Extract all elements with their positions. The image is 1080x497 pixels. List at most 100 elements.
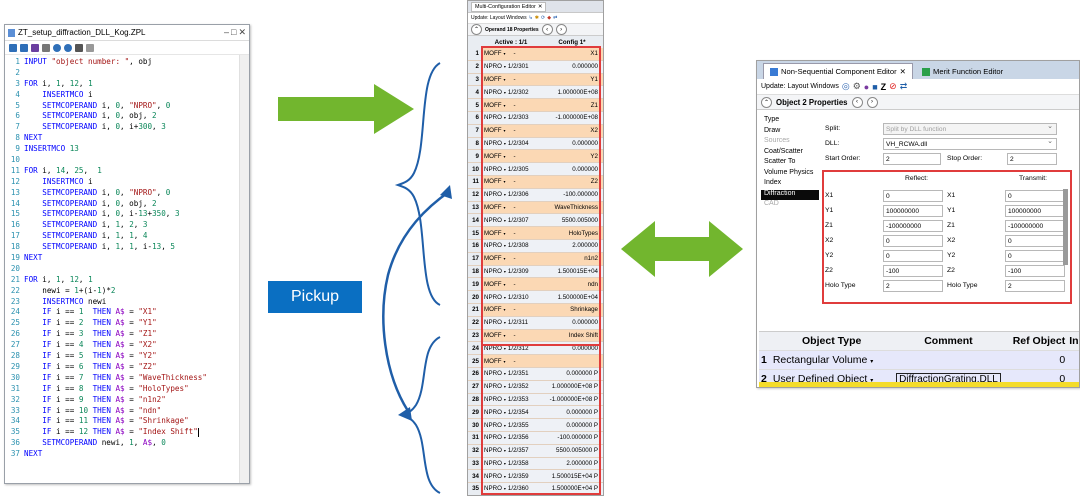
- prev-object-icon[interactable]: ‹: [851, 96, 863, 108]
- code-line[interactable]: 28 IF i == 5 THEN A$ = "Y2": [5, 351, 249, 362]
- code-line[interactable]: 7 SETMCOPERAND i, 0, i+300, 3: [5, 122, 249, 133]
- config-value[interactable]: Index Shift: [568, 331, 598, 339]
- dropdown-arrow-icon[interactable]: ▾: [503, 128, 506, 134]
- dropdown-arrow-icon[interactable]: ▾: [503, 473, 506, 479]
- maximize-icon[interactable]: □: [231, 27, 237, 37]
- param-scrollbar[interactable]: [1063, 189, 1068, 265]
- prev-icon[interactable]: ‹: [541, 24, 553, 35]
- dropdown-arrow-icon[interactable]: ▾: [503, 358, 506, 364]
- code-line[interactable]: 6 SETMCOPERAND i, 0, obj, 2: [5, 111, 249, 122]
- operand-cell[interactable]: NPRO▾1/2/312: [482, 342, 530, 355]
- code-line[interactable]: 26 IF i == 3 THEN A$ = "Z1": [5, 329, 249, 340]
- operand-cell[interactable]: NPRO▾1/2/305: [482, 163, 530, 175]
- dropdown-arrow-icon[interactable]: ▾: [503, 294, 506, 300]
- operand-cell[interactable]: NPRO▾1/2/352: [482, 380, 530, 393]
- dropdown-arrow-icon[interactable]: ▾: [503, 422, 506, 428]
- code-line[interactable]: 5 SETMCOPERAND i, 0, "NPRO", 0: [5, 101, 249, 112]
- dropdown-arrow-icon[interactable]: ▾: [503, 345, 506, 351]
- sidebar-item-scatter-to[interactable]: Scatter To: [764, 158, 796, 165]
- dropdown-arrow-icon[interactable]: ▾: [870, 359, 874, 365]
- code-line[interactable]: 12 INSERTMCO i: [5, 177, 249, 188]
- code-line[interactable]: 18 SETMCOPERAND i, 1, 1, i-13, 5: [5, 242, 249, 253]
- layout-icon[interactable]: ■: [872, 81, 878, 92]
- dropdown-arrow-icon[interactable]: ▾: [503, 268, 506, 274]
- code-line[interactable]: 35 IF i == 12 THEN A$ = "Index Shift": [5, 427, 249, 438]
- code-line[interactable]: 14 SETMCOPERAND i, 0, obj, 2: [5, 199, 249, 210]
- dropdown-arrow-icon[interactable]: ▾: [503, 166, 506, 172]
- dropdown-arrow-icon[interactable]: ▾: [503, 192, 506, 198]
- comment-value[interactable]: DiffractionGrating.DLL: [896, 373, 1001, 386]
- sidebar-item-cad[interactable]: CAD: [764, 200, 779, 207]
- reflect-param-input[interactable]: 0: [883, 190, 943, 202]
- tab-mce[interactable]: Multi-Configuration Editor✕: [471, 1, 547, 12]
- operand-cell[interactable]: MOFF▾-: [482, 176, 530, 188]
- operand-cell[interactable]: MOFF▾-: [482, 125, 530, 137]
- reflect-param-input[interactable]: 0: [883, 250, 943, 262]
- code-line[interactable]: 16 SETMCOPERAND i, 1, 2, 3: [5, 220, 249, 231]
- config-value[interactable]: 0.000000: [530, 342, 603, 355]
- dropdown-arrow-icon[interactable]: ▾: [503, 371, 506, 377]
- config-value[interactable]: 1.500000E+04: [530, 291, 603, 303]
- print-icon[interactable]: [42, 43, 50, 52]
- config-value[interactable]: Z1: [590, 101, 598, 109]
- config-value[interactable]: 1.500015E+04: [530, 265, 603, 278]
- operand-cell[interactable]: NPRO▾1/2/309: [482, 265, 530, 278]
- dropdown-arrow-icon[interactable]: ▾: [503, 396, 506, 402]
- sidebar-item-type[interactable]: Type: [764, 116, 780, 123]
- config-value[interactable]: 0.000000 P: [530, 406, 603, 419]
- cancel-icon[interactable]: ⊘: [889, 81, 897, 91]
- operand-cell[interactable]: MOFF▾-: [482, 74, 530, 86]
- config-value[interactable]: 0.000000: [530, 137, 603, 150]
- object-type-cell[interactable]: Rectangular Volume ▾: [769, 354, 891, 366]
- arrows-icon[interactable]: ⇄: [553, 15, 558, 21]
- operand-cell[interactable]: NPRO▾1/2/359: [482, 470, 530, 483]
- wizard-icon[interactable]: ◆: [547, 15, 552, 21]
- reflect-param-input[interactable]: -100: [883, 265, 943, 277]
- config-value[interactable]: Shrinkage: [570, 306, 598, 314]
- dropdown-arrow-icon[interactable]: ▾: [503, 281, 506, 287]
- operand-cell[interactable]: NPRO▾1/2/354: [482, 406, 530, 419]
- dropdown-arrow-icon[interactable]: ▾: [503, 76, 506, 82]
- config-value[interactable]: X1: [590, 50, 598, 58]
- next-icon[interactable]: ›: [555, 24, 567, 35]
- config-value[interactable]: 5500.005000: [530, 214, 603, 227]
- editor-scrollbar[interactable]: [239, 55, 249, 483]
- update-dropdown[interactable]: Update: Layout Windows: [761, 83, 839, 90]
- config-value[interactable]: 0.000000: [530, 316, 603, 329]
- code-line[interactable]: 27 IF i == 4 THEN A$ = "X2": [5, 340, 249, 351]
- operand-cell[interactable]: NPRO▾1/2/356: [482, 431, 530, 444]
- operand-cell[interactable]: NPRO▾1/2/310: [482, 291, 530, 303]
- config-value[interactable]: 1.500015E+04 P: [530, 470, 603, 483]
- dll-select[interactable]: VH_RCWA.dll: [883, 137, 1057, 150]
- dropdown-arrow-icon[interactable]: ▾: [503, 115, 506, 121]
- code-line[interactable]: 10: [5, 155, 249, 166]
- z-icon[interactable]: Z: [880, 81, 887, 92]
- code-line[interactable]: 23 INSERTMCO newi: [5, 297, 249, 308]
- config-value[interactable]: HoloTypes: [568, 229, 598, 237]
- operand-cell[interactable]: NPRO▾1/2/301: [482, 60, 530, 73]
- operand-cell[interactable]: NPRO▾1/2/353: [482, 393, 530, 406]
- code-line[interactable]: 31 IF i == 8 THEN A$ = "HoloTypes": [5, 384, 249, 395]
- config-value[interactable]: 0.000000 P: [530, 419, 603, 431]
- dropdown-arrow-icon[interactable]: ▾: [503, 64, 506, 70]
- find-icon[interactable]: [86, 43, 94, 52]
- code-line[interactable]: 24 IF i == 1 THEN A$ = "X1": [5, 307, 249, 318]
- code-line[interactable]: 2: [5, 68, 249, 79]
- close-icon[interactable]: ✕: [238, 27, 246, 37]
- operand-cell[interactable]: MOFF▾-: [482, 304, 530, 316]
